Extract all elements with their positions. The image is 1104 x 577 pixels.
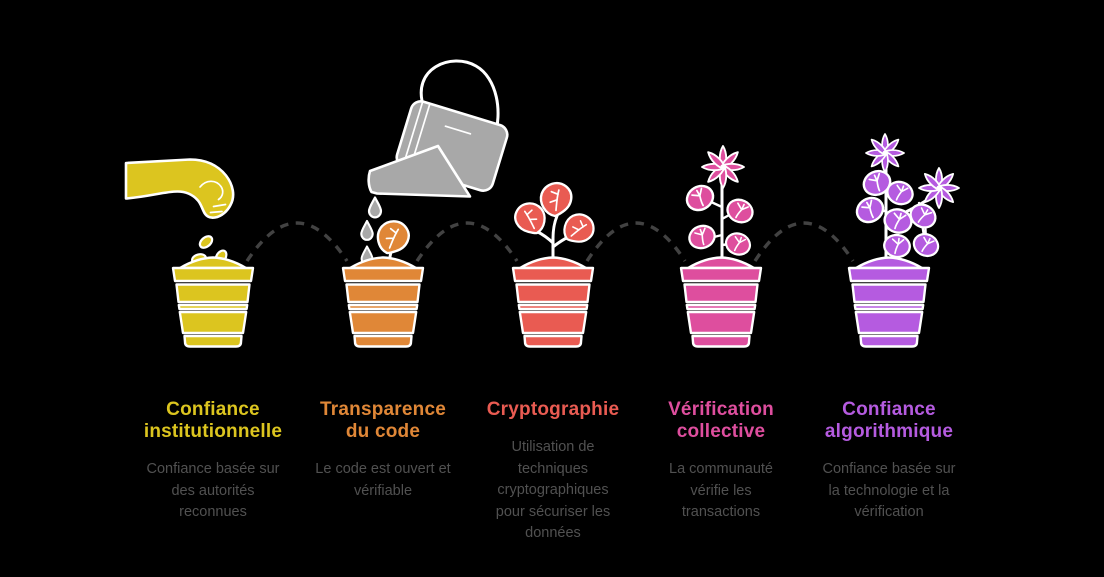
connector-arcs	[245, 221, 855, 262]
young-plant-pot-icon	[511, 175, 597, 348]
connector-arc	[415, 221, 519, 262]
stage-1-text: Confiance institutionnelle Confiance bas…	[113, 399, 313, 524]
stage-description: Utilisation de techniques cryptographiqu…	[495, 439, 611, 541]
stage-title: Confiance algorithmique	[824, 399, 954, 442]
stage-2-text: Transparence du code Le code est ouvert …	[283, 399, 483, 502]
seed-pot-icon	[171, 247, 255, 348]
sprout-pot-icon	[341, 216, 425, 348]
stage-description: Le code est ouvert et vérifiable	[315, 461, 451, 499]
blooming-plant-pot-icon	[847, 134, 959, 348]
connector-arc	[753, 221, 855, 262]
stage-title: Cryptographie	[486, 399, 620, 420]
stage-description: Confiance basée sur la technologie et la…	[822, 461, 956, 520]
stage-description: La communauté vérifie les transactions	[669, 461, 773, 520]
watering-can-icon	[360, 59, 509, 266]
stage-3-text: Cryptographie Utilisation de techniques …	[453, 399, 653, 545]
stage-title: Vérification collective	[668, 399, 774, 442]
stage-title: Confiance institutionnelle	[143, 399, 283, 442]
stage-description: Confiance basée sur des autorités reconn…	[146, 461, 280, 520]
stage-5-text: Confiance algorithmique Confiance basée …	[789, 399, 989, 524]
stage-title: Transparence du code	[320, 399, 446, 442]
stage-4-text: Vérification collective La communauté vé…	[621, 399, 821, 524]
connector-arc	[585, 221, 687, 262]
hand-planting-icon	[124, 158, 235, 267]
flowering-plant-pot-icon	[679, 146, 763, 348]
connector-arc	[245, 221, 349, 262]
